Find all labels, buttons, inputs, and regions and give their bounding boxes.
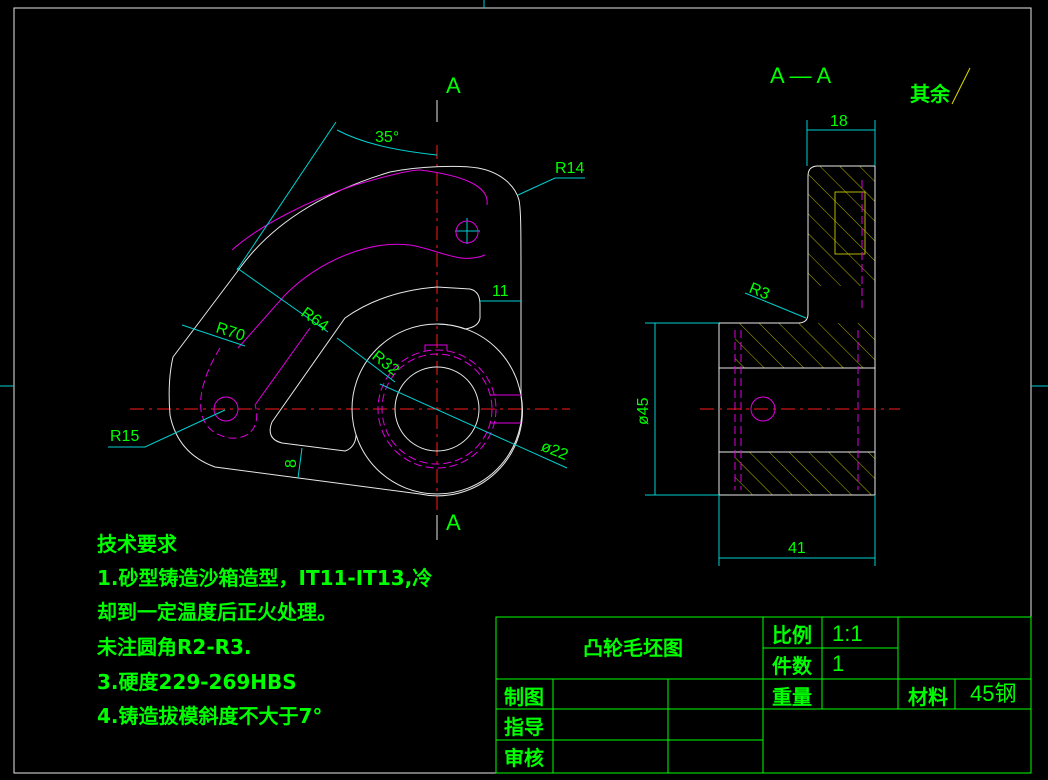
section-label-bottom: A bbox=[446, 510, 461, 535]
triangle-cutout bbox=[269, 421, 357, 452]
dim-phi45: ø45 bbox=[635, 397, 652, 425]
bore-circle bbox=[394, 366, 480, 452]
drawn-by-label: 制图 bbox=[504, 685, 544, 709]
keyway bbox=[424, 344, 448, 351]
technical-requirements: 技术要求 1.砂型铸造沙箱造型，IT11-IT13,冷 却到一定温度后正火处理。… bbox=[97, 532, 432, 728]
quantity-value: 1 bbox=[832, 651, 844, 676]
scale-value: 1:1 bbox=[832, 621, 863, 646]
tech-req-line: 却到一定温度后正火处理。 bbox=[97, 600, 337, 624]
tech-req-line: 3.硬度229-269HBS bbox=[97, 670, 297, 694]
scale-label: 比例 bbox=[772, 623, 812, 647]
hub-outer-circle bbox=[351, 323, 523, 495]
roughness-note: 其余 bbox=[910, 82, 951, 106]
part-outline bbox=[168, 165, 523, 497]
roughness-symbol bbox=[951, 67, 971, 105]
hub-hidden-circle bbox=[381, 353, 493, 465]
dim-8: 8 bbox=[283, 459, 300, 468]
section-label-top: A bbox=[446, 73, 461, 98]
title-block: 凸轮毛坯图 比例 1:1 件数 1 重量 材料 45钢 制图 指导 审核 bbox=[495, 616, 1032, 774]
quantity-label: 件数 bbox=[772, 654, 813, 678]
guide-label: 指导 bbox=[504, 715, 544, 739]
dim-angle-35: 35° bbox=[375, 129, 399, 146]
dim-phi22: ø22 bbox=[539, 438, 571, 464]
left-hole bbox=[213, 396, 239, 422]
tech-req-title: 技术要求 bbox=[97, 532, 178, 556]
drawing-name: 凸轮毛坯图 bbox=[583, 636, 683, 660]
tech-req-line: 未注圆角R2-R3. bbox=[97, 635, 252, 659]
material-label: 材料 bbox=[908, 685, 948, 709]
tech-req-line: 4.铸造拔模斜度不大于7° bbox=[97, 704, 322, 728]
dim-11: 11 bbox=[492, 283, 509, 300]
dim-r15: R15 bbox=[110, 428, 139, 445]
dim-r70: R70 bbox=[214, 320, 247, 345]
dim-41: 41 bbox=[788, 540, 806, 557]
review-label: 审核 bbox=[504, 746, 544, 770]
material-value: 45钢 bbox=[970, 681, 1016, 706]
section-view-title: A — A bbox=[770, 63, 831, 88]
upper-hole bbox=[455, 220, 479, 244]
dim-r3: R3 bbox=[747, 280, 772, 303]
dim-r14: R14 bbox=[555, 160, 584, 177]
section-view: A — A 其余 18 R3 ø45 41 bbox=[635, 63, 971, 566]
dim-18: 18 bbox=[830, 113, 848, 130]
weight-label: 重量 bbox=[772, 685, 812, 709]
tech-req-line: 1.砂型铸造沙箱造型，IT11-IT13,冷 bbox=[97, 566, 432, 590]
front-view: 35° R14 11 R64 R70 R32 R15 8 ø22 A A bbox=[108, 73, 585, 540]
